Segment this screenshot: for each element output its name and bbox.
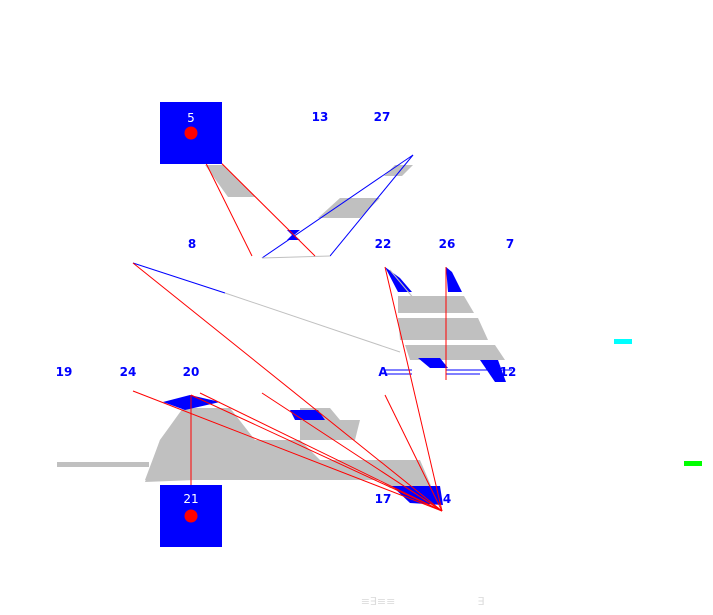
green-marker	[684, 461, 702, 466]
edge-red-8	[384, 394, 443, 512]
edge-blue-2	[329, 154, 414, 257]
red-edges	[132, 132, 447, 515]
band-right-1	[398, 296, 474, 313]
node-5-marker	[184, 126, 198, 140]
band-lower-wedge	[145, 400, 195, 482]
edge-grey-2	[261, 255, 331, 259]
node-label-27: 27	[374, 110, 391, 124]
node-label-24: 24	[120, 365, 137, 379]
blue-wedge-26	[446, 267, 462, 292]
node-label-13: 13	[312, 110, 329, 124]
edge-blue-1	[261, 154, 414, 259]
node-label-7: 7	[506, 237, 514, 251]
node-label-19: 19	[56, 365, 73, 379]
blue-edges	[132, 154, 512, 375]
blue-wedge-12b	[480, 360, 506, 382]
node-21: 21	[160, 485, 222, 547]
node-label-17: 17	[375, 492, 392, 506]
edge-red-4	[132, 390, 443, 512]
band-upper-right-1	[384, 165, 413, 176]
footer-text-left: ≡∃≡≡	[361, 595, 396, 608]
node-label-a: A	[378, 365, 388, 379]
band-upper-right-2	[318, 198, 380, 218]
node-5-label: 5	[187, 111, 195, 125]
node-21-marker	[184, 509, 198, 523]
edge-red-3	[132, 262, 443, 512]
footer-text-right: ∃	[478, 595, 485, 608]
band-right-2	[398, 318, 488, 340]
node-labels: 13 27 8 22 26 7 19 24 20 A 12 17 4	[56, 110, 517, 506]
node-5: 5	[160, 102, 222, 164]
blue-wedge-12a	[418, 358, 448, 368]
band-upper-left	[205, 165, 256, 197]
edge-grey-3	[389, 269, 416, 301]
band-lower-main	[145, 408, 432, 488]
edge-red-5	[190, 394, 443, 512]
node-label-20: 20	[183, 365, 200, 379]
edge-red-6	[199, 392, 443, 512]
node-label-22: 22	[375, 237, 392, 251]
edge-grey-1	[224, 292, 401, 353]
node-label-8: 8	[188, 237, 196, 251]
node-label-12: 12	[500, 365, 517, 379]
grey-bands	[57, 165, 505, 488]
grey-edges	[224, 255, 416, 353]
edge-blue-3	[132, 262, 226, 294]
edge-red-11	[409, 489, 443, 512]
band-lower-left-bar	[57, 462, 149, 467]
band-right-3	[405, 345, 505, 360]
node-21-label: 21	[183, 492, 198, 506]
cyan-marker	[614, 339, 632, 344]
node-label-4: 4	[443, 492, 451, 506]
node-label-26: 26	[439, 237, 456, 251]
edge-red-9	[384, 266, 443, 512]
